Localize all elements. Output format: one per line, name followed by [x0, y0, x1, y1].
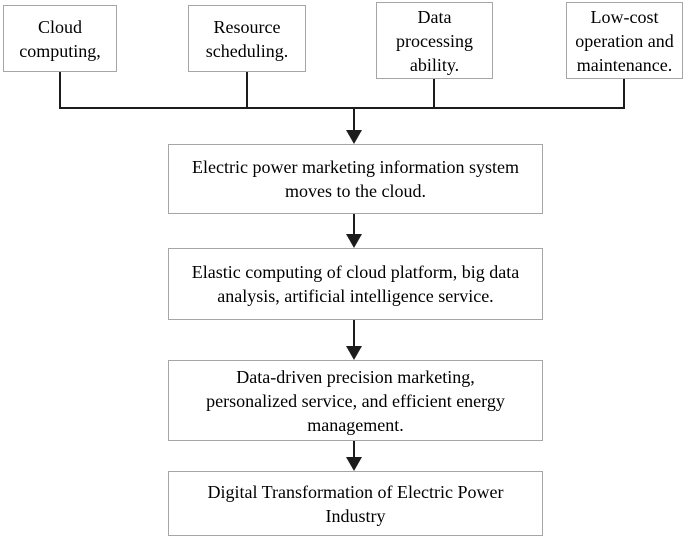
- arrow-1-stem: [353, 214, 355, 234]
- arrow-2-stem: [353, 320, 355, 346]
- arrow-2-head-icon: [346, 346, 362, 360]
- node-low-cost-operation-maintenance: Low-cost operation and maintenance.: [566, 2, 683, 79]
- arrow-1-head-icon: [346, 234, 362, 248]
- node-elastic-computing-services: Elastic computing of cloud platform, big…: [168, 248, 543, 320]
- connector-drop-data-processing: [433, 79, 435, 109]
- connector-merge-bus: [59, 107, 625, 109]
- arrow-bus-to-move-cloud-stem: [353, 109, 355, 130]
- connector-drop-low-cost: [623, 79, 625, 109]
- node-digital-transformation: Digital Transformation of Electric Power…: [168, 471, 543, 536]
- node-data-processing-ability: Data processing ability.: [376, 2, 493, 79]
- connector-drop-cloud-computing: [59, 72, 61, 109]
- arrow-3-head-icon: [346, 457, 362, 471]
- node-cloud-computing: Cloud computing,: [3, 5, 117, 72]
- node-resource-scheduling: Resource scheduling.: [188, 5, 306, 72]
- node-data-driven-marketing: Data-driven precision marketing, persona…: [168, 360, 543, 441]
- arrow-bus-to-move-cloud-head-icon: [346, 130, 362, 144]
- connector-drop-resource-scheduling: [246, 72, 248, 109]
- node-system-moves-to-cloud: Electric power marketing information sys…: [168, 144, 543, 214]
- arrow-3-stem: [353, 441, 355, 457]
